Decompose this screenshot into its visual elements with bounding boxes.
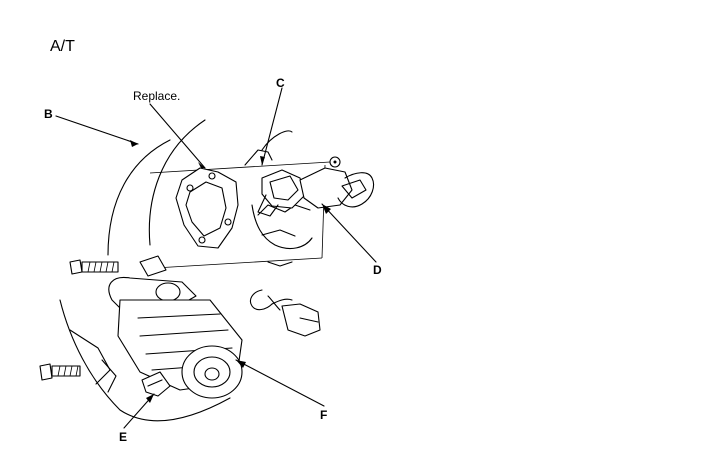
cable-connector: [257, 156, 375, 217]
starter-motor: [59, 255, 243, 422]
lower-mounting-bolt: [39, 363, 81, 381]
callout-b: B: [44, 107, 53, 121]
upper-mounting-bolt: [69, 259, 119, 275]
leader-f: [235, 359, 325, 407]
leader-b: [55, 115, 139, 145]
leader-d: [321, 203, 377, 263]
replace-note: Replace.: [133, 89, 181, 103]
starter-cable: [249, 289, 321, 337]
leader-replace: [149, 103, 206, 169]
callout-f: F: [320, 408, 328, 422]
callout-d: D: [373, 263, 382, 277]
section-title: A/T: [50, 38, 75, 55]
callout-c: C: [276, 76, 285, 90]
leader-lines: [55, 87, 377, 429]
gasket: [175, 167, 239, 249]
leader-c: [261, 87, 283, 166]
transmission-housing: [107, 119, 331, 269]
callout-e: E: [119, 430, 128, 444]
